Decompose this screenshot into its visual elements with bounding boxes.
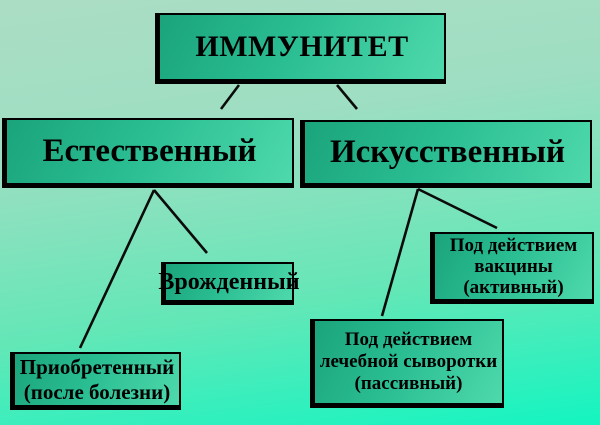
node-immunity: ИММУНИТЕТ — [155, 13, 446, 84]
node-serum: Под действием лечебной сыворотки (пассив… — [310, 319, 504, 408]
node-vaccine: Под действием вакцины (активный) — [430, 232, 594, 304]
node-acquired: Приобретенный (после болезни) — [10, 352, 181, 410]
node-natural-label: Естественный — [42, 133, 257, 169]
edge-root-artificial — [336, 84, 358, 110]
edge-natural-acquired — [78, 189, 156, 349]
node-artificial: Искусственный — [300, 120, 592, 188]
edge-natural-innate — [153, 189, 208, 254]
edge-artificial-vaccine — [417, 187, 498, 230]
node-innate: Врожденный — [158, 262, 300, 305]
node-acquired-label: Приобретенный (после болезни) — [19, 355, 175, 404]
node-natural: Естественный — [2, 118, 294, 188]
edge-artificial-serum — [380, 188, 420, 317]
node-immunity-label: ИММУНИТЕТ — [195, 30, 409, 63]
node-vaccine-label: Под действием вакцины (активный) — [449, 234, 578, 299]
node-artificial-label: Искусственный — [329, 134, 566, 170]
node-serum-label: Под действием лечебной сыворотки (пассив… — [319, 329, 498, 394]
edge-root-natural — [219, 84, 241, 110]
node-innate-label: Врожденный — [158, 268, 300, 295]
